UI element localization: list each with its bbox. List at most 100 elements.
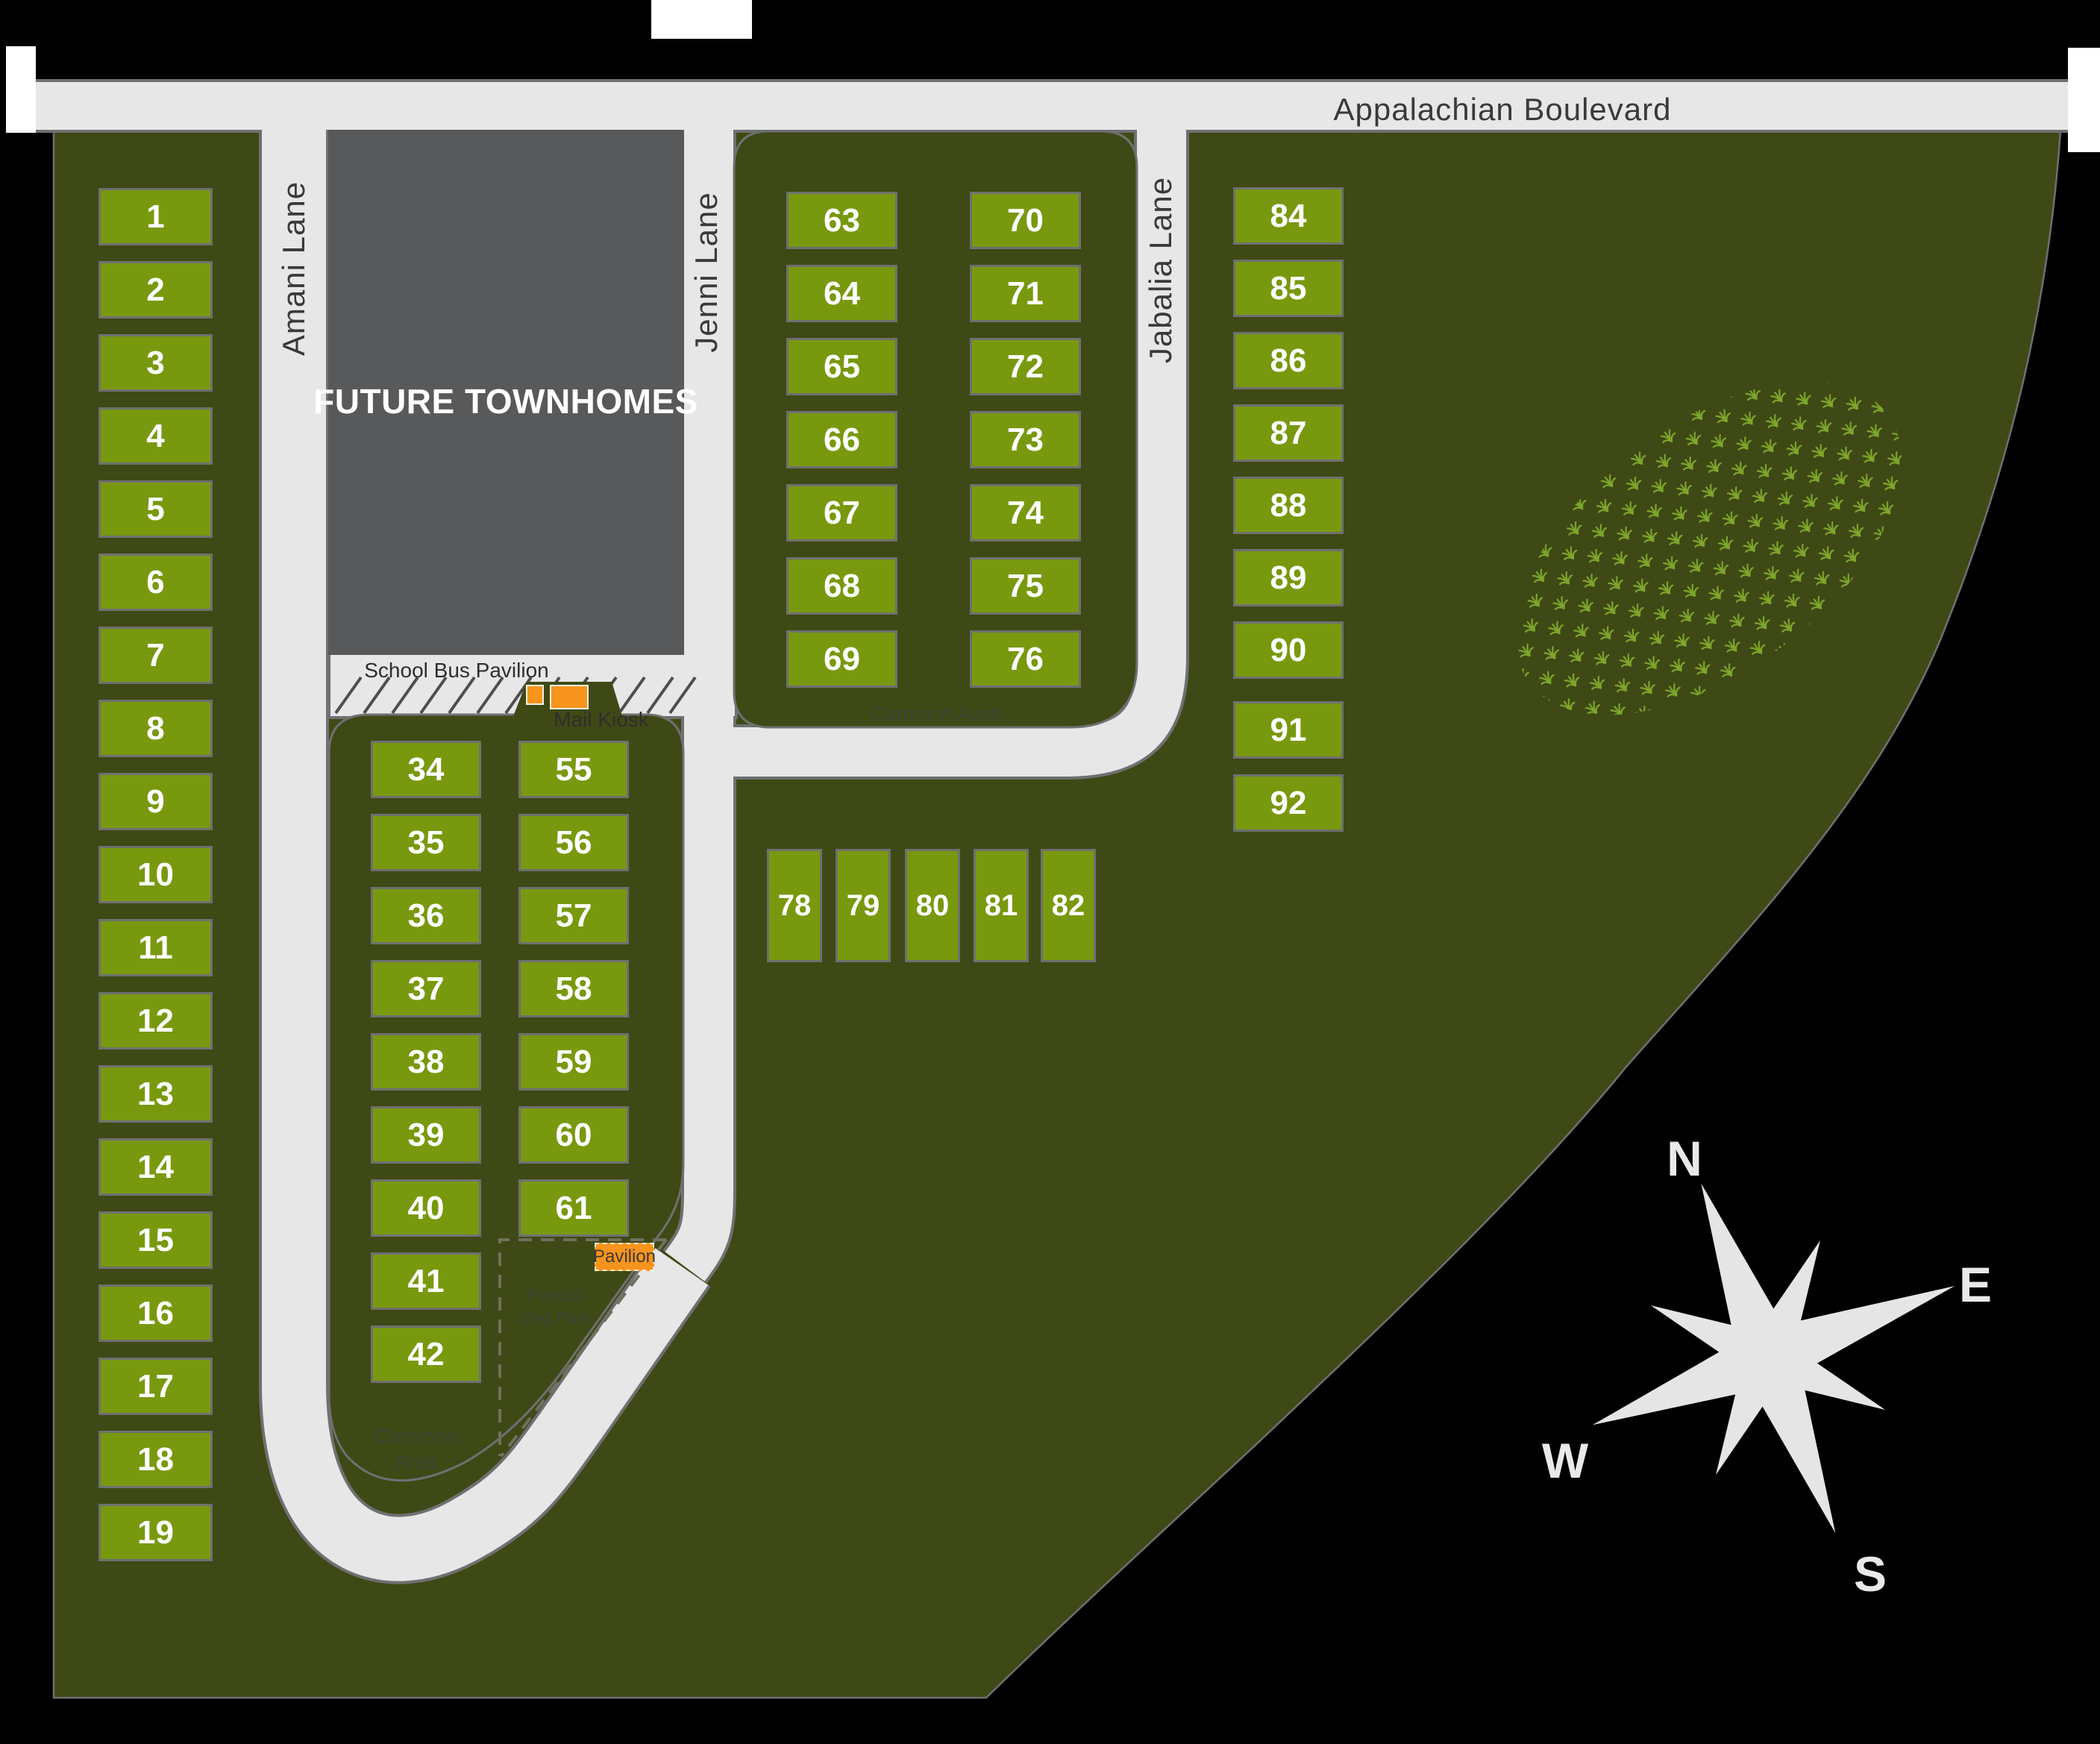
lot-71[interactable]: 71 [970,265,1081,322]
lot-76[interactable]: 76 [970,630,1081,688]
lot-number: 10 [137,856,174,893]
lot-87[interactable]: 87 [1233,404,1344,462]
lot-63[interactable]: 63 [786,192,897,249]
lot-58[interactable]: 58 [518,960,629,1017]
lot-70[interactable]: 70 [970,192,1081,249]
lot-84[interactable]: 84 [1233,187,1344,245]
lot-19[interactable]: 19 [98,1504,213,1561]
lot-number: 18 [137,1440,174,1478]
lot-73[interactable]: 73 [970,411,1081,468]
lot-13[interactable]: 13 [98,1065,213,1123]
lot-7[interactable]: 7 [98,627,213,684]
lot-5[interactable]: 5 [98,480,213,538]
lot-14[interactable]: 14 [98,1138,213,1196]
lot-34[interactable]: 34 [371,741,481,798]
mail-kiosk-small-box [526,685,544,705]
lot-number: 9 [146,782,165,820]
lot-68[interactable]: 68 [786,557,897,615]
lot-11[interactable]: 11 [98,919,213,976]
dog-park-outline [498,1238,668,1458]
lot-number: 6 [146,563,165,600]
lot-number: 76 [1007,640,1044,677]
lot-41[interactable]: 41 [371,1252,481,1310]
lot-number: 85 [1270,269,1307,307]
lot-number: 64 [824,275,860,312]
lot-9[interactable]: 9 [98,773,213,830]
lot-37[interactable]: 37 [371,960,481,1017]
lot-91[interactable]: 91 [1233,701,1344,759]
lot-number: 72 [1007,348,1044,385]
lot-66[interactable]: 66 [786,411,897,468]
lot-81[interactable]: 81 [974,849,1029,962]
lot-56[interactable]: 56 [518,814,629,871]
lot-18[interactable]: 18 [98,1431,213,1488]
lot-2[interactable]: 2 [98,261,213,319]
lot-75[interactable]: 75 [970,557,1081,615]
lot-40[interactable]: 40 [371,1179,481,1237]
lot-64[interactable]: 64 [786,265,897,322]
lot-88[interactable]: 88 [1233,477,1344,534]
lot-number: 66 [824,421,860,458]
pavilion-box: Pavilion [592,1243,656,1271]
lot-8[interactable]: 8 [98,700,213,757]
lot-number: 12 [137,1002,174,1039]
lot-72[interactable]: 72 [970,338,1081,395]
lot-number: 70 [1007,201,1044,239]
lot-3[interactable]: 3 [98,334,213,392]
lot-number: 58 [555,970,592,1007]
lot-59[interactable]: 59 [518,1033,629,1091]
lot-4[interactable]: 4 [98,407,213,465]
lot-15[interactable]: 15 [98,1211,213,1269]
lot-90[interactable]: 90 [1233,621,1344,679]
lot-number: 81 [984,888,1018,922]
lot-number: 67 [824,494,860,531]
lot-number: 40 [407,1189,445,1226]
lot-67[interactable]: 67 [786,484,897,542]
lot-82[interactable]: 82 [1041,849,1096,962]
lot-42[interactable]: 42 [371,1326,481,1383]
common-area-sw-label: Common Area [375,1425,457,1472]
lot-55[interactable]: 55 [518,741,629,798]
lot-number: 16 [137,1294,174,1331]
lot-80[interactable]: 80 [905,849,960,962]
lot-number: 11 [138,929,173,966]
lot-6[interactable]: 6 [98,553,213,611]
lot-1[interactable]: 1 [98,188,213,245]
lot-39[interactable]: 39 [371,1106,481,1164]
compass-s-label: S [1853,1546,1887,1602]
lot-78[interactable]: 78 [767,849,822,962]
lot-number: 42 [407,1335,445,1373]
pavilion-label: Pavilion [592,1246,656,1267]
compass-n-label: N [1667,1131,1702,1186]
lot-number: 38 [407,1043,445,1080]
lot-17[interactable]: 17 [98,1358,213,1415]
lot-89[interactable]: 89 [1233,549,1344,606]
lot-85[interactable]: 85 [1233,260,1344,317]
lot-57[interactable]: 57 [518,887,629,944]
lot-60[interactable]: 60 [518,1106,629,1164]
lot-79[interactable]: 79 [836,849,891,962]
lot-number: 60 [555,1116,592,1153]
lot-number: 90 [1270,631,1307,668]
lot-35[interactable]: 35 [371,814,481,871]
lot-number: 89 [1270,559,1307,596]
lot-86[interactable]: 86 [1233,332,1344,389]
lot-number: 91 [1270,711,1307,748]
lot-number: 34 [407,750,445,788]
lot-16[interactable]: 16 [98,1285,213,1342]
lot-10[interactable]: 10 [98,846,213,903]
lot-number: 74 [1007,494,1044,531]
lot-36[interactable]: 36 [371,887,481,944]
lot-12[interactable]: 12 [98,992,213,1050]
lot-38[interactable]: 38 [371,1033,481,1091]
lot-69[interactable]: 69 [786,630,897,688]
lot-61[interactable]: 61 [518,1179,629,1237]
lot-number: 35 [407,824,445,861]
lot-number: 80 [915,888,950,922]
lot-number: 78 [777,888,812,922]
lot-65[interactable]: 65 [786,338,897,395]
lot-92[interactable]: 92 [1233,774,1344,832]
lot-number: 86 [1270,342,1307,379]
lot-74[interactable]: 74 [970,484,1081,542]
